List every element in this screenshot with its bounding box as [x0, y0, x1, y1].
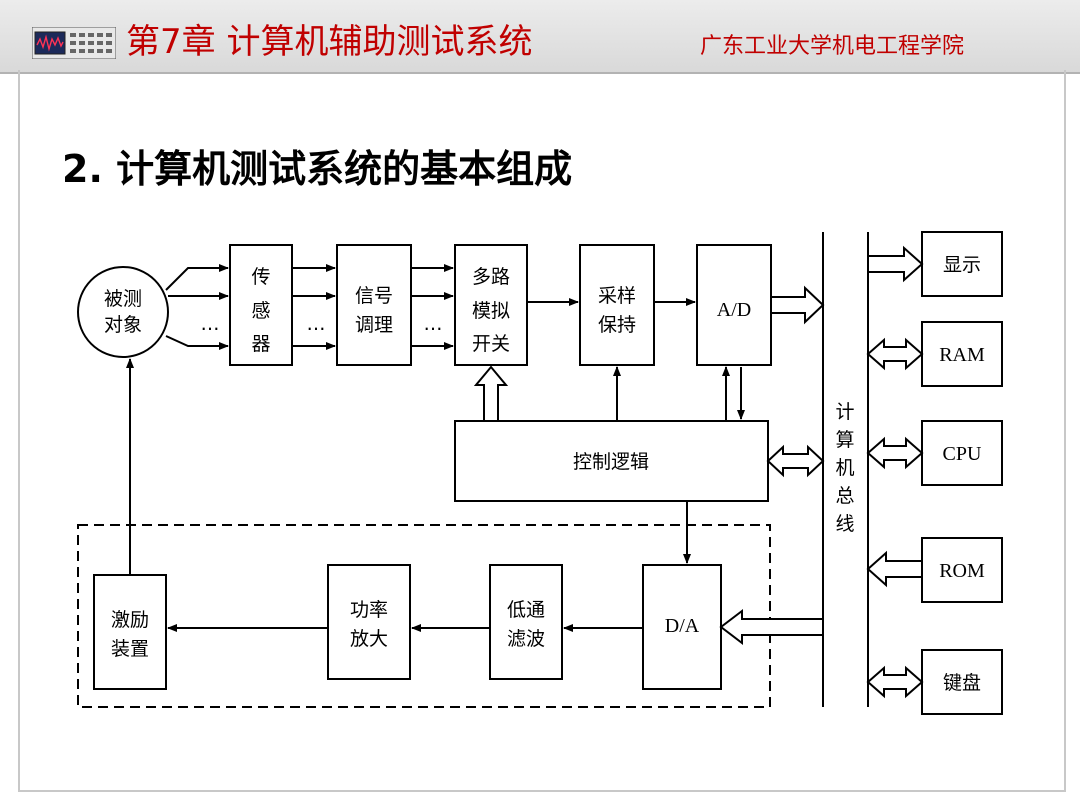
multiplexer-block: 多路 模拟 开关: [454, 244, 528, 366]
keyboard-label: 键盘: [943, 672, 981, 694]
oscilloscope-panel-icon: [32, 27, 116, 59]
adc-block: A/D: [696, 244, 772, 366]
sensor-label-line3: 器: [251, 333, 270, 355]
dac-label: D/A: [665, 615, 700, 637]
display-block: 显示: [921, 231, 1003, 297]
sample-hold-label-line2: 保持: [598, 314, 636, 336]
ellipsis-1: …: [201, 313, 220, 335]
sample-hold-block: 采样 保持: [579, 244, 655, 366]
sensor-to-conditioner-arrows: [292, 264, 336, 350]
control-logic-block: 控制逻辑: [454, 420, 769, 502]
bus-label-5: 线: [835, 513, 854, 535]
sensor-label-line2: 感: [251, 300, 270, 322]
keyboard-block: 键盘: [921, 649, 1003, 715]
display-label: 显示: [943, 254, 981, 276]
ram-block: RAM: [921, 321, 1003, 387]
bus-to-dac-arrow: [719, 608, 824, 646]
bus-label-3: 机: [835, 457, 854, 479]
object-to-sensor-arrows: [165, 264, 229, 350]
frame-bottom-line: [18, 790, 1066, 792]
exciter-label-line1: 激励: [111, 609, 149, 631]
bus-label-4: 总: [835, 485, 854, 507]
bus-cpu-double-arrow: [866, 436, 924, 470]
exciter-label-line2: 装置: [111, 638, 149, 660]
institution-name: 广东工业大学机电工程学院: [700, 34, 965, 59]
rom-label: ROM: [939, 560, 985, 582]
bus-keyboard-double-arrow: [866, 665, 924, 699]
rom-to-bus-arrow: [866, 550, 923, 588]
bus-label-2: 算: [835, 429, 854, 451]
conditioner-to-mux-arrows: [411, 264, 454, 350]
bus-label-1: 计: [835, 401, 854, 423]
adc-label: A/D: [717, 299, 751, 321]
cpu-label: CPU: [943, 443, 982, 465]
control-logic-label: 控制逻辑: [573, 451, 649, 473]
power-amp-label-line1: 功率: [350, 599, 388, 621]
control-to-mux-arrow: [473, 365, 509, 422]
power-amp-label-line2: 放大: [350, 628, 388, 650]
dac-block: D/A: [642, 564, 722, 690]
mux-label-line1: 多路: [472, 266, 510, 288]
conditioner-label-line1: 信号: [355, 285, 393, 307]
hollow-bus-arrows: [473, 245, 924, 699]
mux-label-line3: 开关: [472, 333, 510, 355]
ellipsis-2: …: [307, 313, 326, 335]
header-bar: 第7章 计算机辅助测试系统 广东工业大学机电工程学院: [0, 0, 1080, 74]
ellipsis-3: …: [424, 313, 443, 335]
test-object: 被测 对象: [77, 266, 169, 358]
lowpass-label-line1: 低通: [507, 599, 545, 621]
bus-ram-double-arrow: [866, 337, 924, 371]
ram-label: RAM: [939, 344, 985, 366]
sample-hold-label-line1: 采样: [598, 285, 636, 307]
sensor-label-line1: 传: [251, 266, 270, 288]
excitation-enclosure: [77, 524, 771, 708]
adc-to-bus-arrow: [770, 285, 825, 325]
object-label-line2: 对象: [104, 314, 142, 336]
lowpass-filter-block: 低通 滤波: [489, 564, 563, 680]
rom-block: ROM: [921, 537, 1003, 603]
exciter-block: 激励 装置: [93, 574, 167, 690]
chapter-title: 第7章 计算机辅助测试系统: [126, 22, 533, 62]
frame-right-line: [1064, 70, 1066, 792]
frame-left-line: [18, 70, 20, 792]
conditioner-label-line2: 调理: [355, 314, 393, 336]
bus-label: 计 算 机 总 线: [828, 397, 862, 541]
chain-arrows: [126, 298, 745, 632]
cpu-block: CPU: [921, 420, 1003, 486]
sensor-block: 传 感 器: [229, 244, 293, 366]
control-bus-double-arrow: [766, 444, 825, 478]
signal-conditioner-block: 信号 调理: [336, 244, 412, 366]
bus-to-display-arrow: [867, 245, 924, 283]
lowpass-label-line2: 滤波: [507, 628, 545, 650]
power-amplifier-block: 功率 放大: [327, 564, 411, 680]
mux-label-line2: 模拟: [472, 300, 510, 322]
section-title: 2. 计算机测试系统的基本组成: [62, 147, 573, 191]
object-label-line1: 被测: [104, 288, 142, 310]
